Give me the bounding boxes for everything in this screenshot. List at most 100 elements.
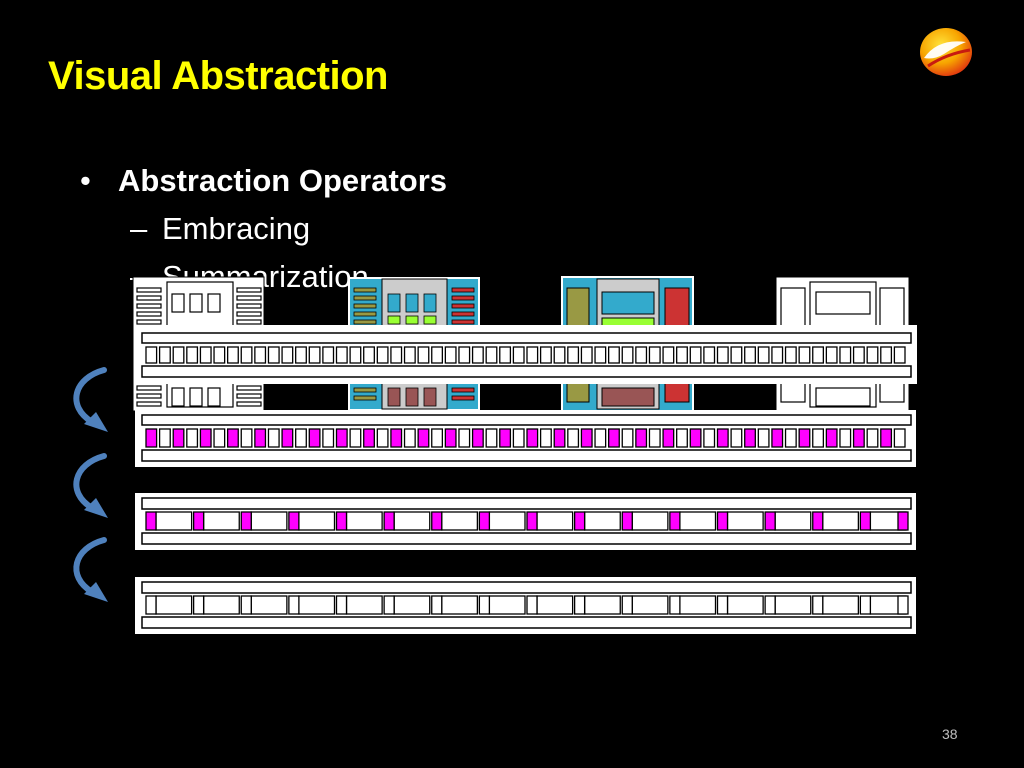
strip-cell: [458, 428, 471, 448]
strip-cell: [444, 428, 457, 448]
strip-cell: [689, 428, 702, 448]
strip-cell: [822, 595, 860, 615]
strip-cell: [866, 428, 879, 448]
strip-cell: [213, 428, 226, 448]
strip-cell: [812, 428, 825, 448]
strip-cell: [145, 346, 158, 364]
strip-cell: [267, 346, 280, 364]
strip-magenta-dense: [135, 410, 916, 467]
strip-cell: [726, 511, 764, 531]
strip-cell: [679, 595, 717, 615]
strip-marker: [383, 595, 395, 615]
strip-cell: [390, 346, 403, 364]
strip-cell: [567, 428, 580, 448]
sub-item-dash: –: [130, 211, 148, 246]
strip-marker: [335, 511, 348, 531]
strip-cell: [621, 428, 634, 448]
strip-cell: [298, 511, 336, 531]
strip-cell: [539, 346, 552, 364]
strip-cell: [726, 595, 764, 615]
strip-marker: [897, 511, 909, 531]
strip-cell: [213, 346, 226, 364]
strip-cell: [757, 346, 770, 364]
strip-marker: [716, 595, 729, 615]
strip-marker: [859, 511, 872, 531]
strip-cell: [499, 346, 512, 364]
strip-cell: [893, 346, 906, 364]
strip-cell: [580, 346, 593, 364]
strip-cell: [512, 346, 525, 364]
strip-cell: [295, 428, 307, 448]
strip-marker: [526, 511, 538, 531]
strip-cell: [393, 511, 431, 531]
strip-cell: [202, 595, 240, 615]
strip-cell: [254, 346, 267, 364]
strip-marker: [240, 511, 252, 531]
strip-plain-sparse: [135, 577, 916, 634]
strip-cell: [499, 428, 512, 448]
curved-down-arrow-icon: [73, 367, 108, 432]
strip-cell: [676, 346, 688, 364]
strip-cell: [812, 346, 825, 364]
strip-cell: [172, 428, 185, 448]
strip-cell: [363, 346, 375, 364]
strip-cell: [662, 346, 675, 364]
strip-cell: [607, 428, 620, 448]
strip-cell: [679, 511, 717, 531]
strip-cell: [471, 428, 484, 448]
strip-marker: [573, 595, 586, 615]
strip-marker: [192, 595, 205, 615]
strip-cell: [580, 428, 593, 448]
strip-cell: [458, 346, 471, 364]
strip-cell: [335, 346, 348, 364]
strip-cell: [744, 346, 756, 364]
strip-cell: [880, 346, 893, 364]
strip-cell: [648, 346, 661, 364]
strip-cell: [553, 428, 566, 448]
strip-cell: [471, 346, 484, 364]
strip-cell: [716, 346, 729, 364]
sub-item-text: Embracing: [162, 211, 311, 246]
strip-cell: [893, 428, 906, 448]
strip-cell: [390, 428, 403, 448]
strip-marker: [859, 595, 872, 615]
strip-cell: [403, 428, 416, 448]
strip-cell: [607, 346, 620, 364]
strip-cell: [839, 428, 852, 448]
strip-cell: [648, 428, 661, 448]
strip-cell: [417, 428, 430, 448]
strip-cell: [798, 346, 811, 364]
strip-marker: [621, 511, 633, 531]
strip-cell: [322, 428, 335, 448]
bullet-text: Abstraction Operators: [118, 163, 448, 198]
strip-marker: [478, 595, 491, 615]
strip-cell: [512, 428, 525, 448]
strip-cell: [757, 428, 770, 448]
strip-cell: [254, 428, 267, 448]
strip-cell: [376, 346, 389, 364]
strip-cell: [526, 428, 539, 448]
strip-cell: [441, 511, 479, 531]
strip-marker: [669, 511, 681, 531]
strip-marker: [764, 511, 776, 531]
strip-cell: [689, 346, 702, 364]
strip-marker: [812, 511, 824, 531]
strip-cell: [839, 346, 852, 364]
strip-cell: [744, 428, 756, 448]
strip-cell: [444, 346, 457, 364]
strip-cell: [631, 595, 669, 615]
strip-marker: [145, 595, 157, 615]
strip-marker: [526, 595, 538, 615]
logo-icon: [920, 28, 972, 76]
strip-cell: [716, 428, 729, 448]
strip-plain-dense: [134, 325, 917, 384]
strip-cell: [441, 595, 479, 615]
strip-cell: [199, 346, 212, 364]
strip-cell: [345, 595, 383, 615]
strip-cell: [798, 428, 811, 448]
strip-cell: [567, 346, 580, 364]
strip-cell: [536, 595, 574, 615]
strip-cell: [431, 428, 444, 448]
strip-cell: [539, 428, 552, 448]
